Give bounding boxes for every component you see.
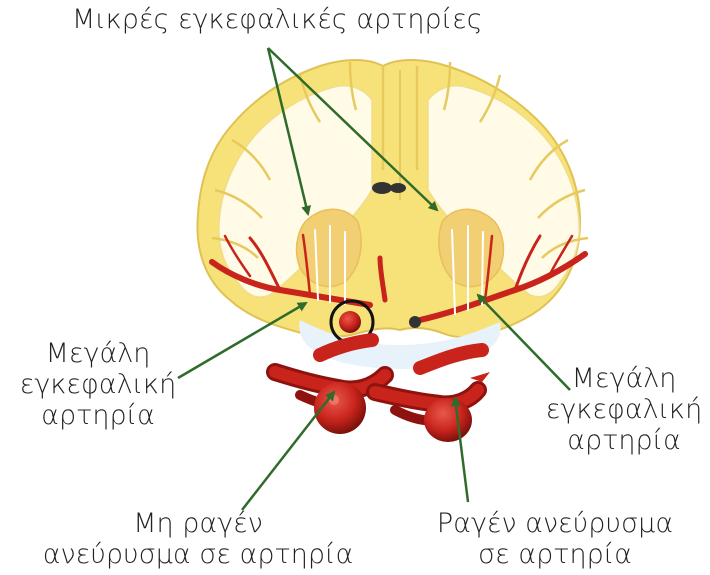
cerebrum [197,60,588,369]
label-line: εγκεφαλική [538,394,710,425]
label-line: σε αρτηρία [410,539,700,570]
label-large-artery-right: Μεγάλη εγκεφαλική αρτηρία [538,363,710,456]
label-unruptured-aneurysm: Μη ραγέν ανεύρυσμα σε αρτηρία [28,508,368,570]
pointer-unruptured [242,392,334,510]
label-line: Μη ραγέν [28,508,368,539]
blood-spurt [470,372,490,382]
aneurysm-in-brain [339,311,361,333]
label-line: αρτηρία [538,425,710,456]
label-line: Ραγέν ανεύρυσμα [410,508,700,539]
label-ruptured-aneurysm: Ραγέν ανεύρυσμα σε αρτηρία [410,508,700,570]
label-small-arteries: Μικρές εγκεφαλικές αρτηρίες [72,4,483,35]
label-line: αρτηρία [8,400,188,431]
label-line: Μεγάλη [538,363,710,394]
label-line: εγκεφαλική [8,369,188,400]
ruptured-spot [409,316,421,328]
ventricle-right [390,183,406,193]
label-large-artery-left: Μεγάλη εγκεφαλική αρτηρία [8,338,188,431]
ruptured-aneurysm [424,398,472,442]
ventricle-left [372,182,392,194]
basal-ganglia-left [297,209,362,286]
label-line: Μεγάλη [8,338,188,369]
basal-ganglia-right [439,209,504,286]
label-line: ανεύρυσμα σε αρτηρία [28,539,368,570]
